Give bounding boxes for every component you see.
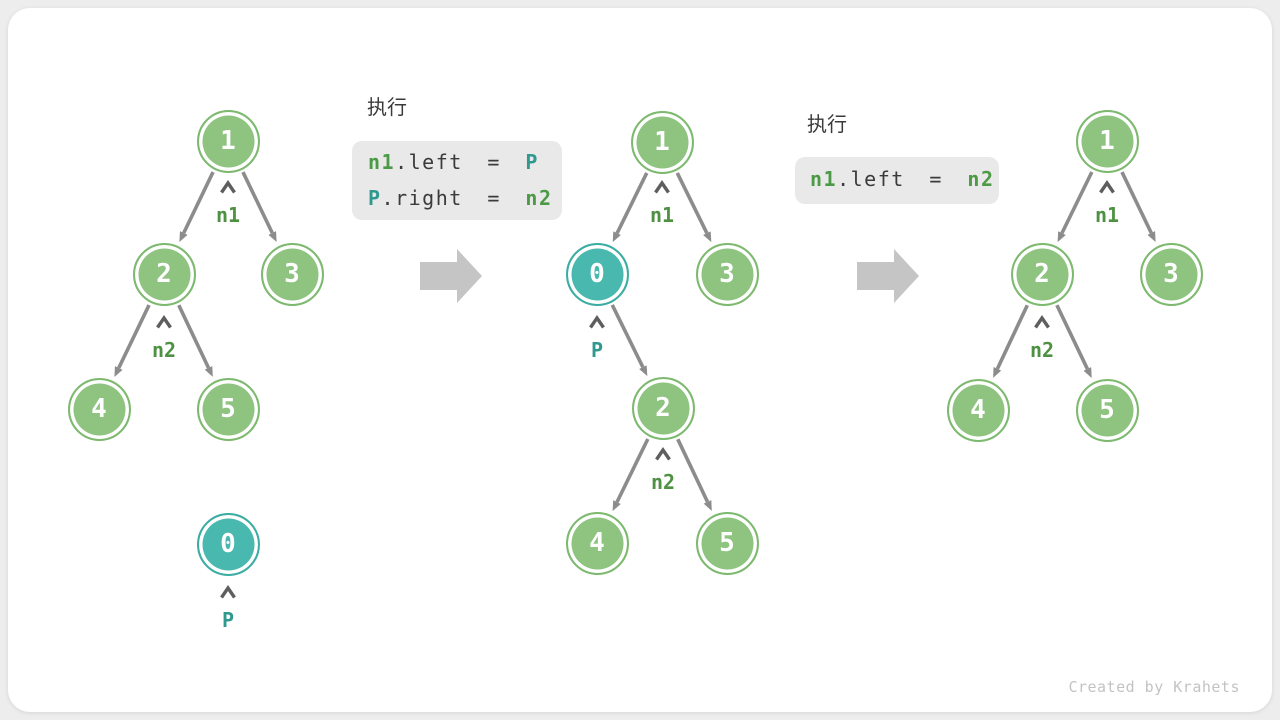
tree-node-4: 4 [67, 377, 131, 441]
pointer-label-P: P [590, 338, 604, 362]
tree-node-4: 4 [565, 511, 629, 575]
tree-node-4: 4 [946, 378, 1010, 442]
pointer-label-n2: n2 [650, 470, 676, 494]
tree-node-5: 5 [196, 377, 260, 441]
code-line: n1.left = P [368, 150, 539, 174]
watermark-credit: Created by Krahets [1068, 678, 1240, 696]
tree-node-5: 5 [695, 511, 759, 575]
code-token: P [525, 150, 539, 174]
code-block-1 [352, 141, 562, 220]
code-token: n1 [368, 150, 396, 174]
code-line: P.right = n2 [368, 186, 553, 210]
tree-node-1: 1 [1075, 109, 1139, 173]
code-token: P [368, 186, 382, 210]
tree-node-2: 2 [132, 242, 196, 306]
pointer-label-n2: n2 [151, 338, 177, 362]
execute-label-2: 执行 [807, 114, 847, 136]
tree-node-1: 1 [196, 109, 260, 173]
code-token: n1 [810, 167, 838, 191]
tree-node-0: 0 [565, 242, 629, 306]
execute-label-1: 执行 [367, 97, 407, 119]
pointer-label-n1: n1 [215, 203, 241, 227]
code-token: .right = [381, 186, 526, 210]
pointer-label-n2: n2 [1029, 338, 1055, 362]
tree-node-1: 1 [630, 110, 694, 174]
code-token: n2 [967, 167, 995, 191]
tree-node-3: 3 [1139, 242, 1203, 306]
pointer-label-n1: n1 [1094, 203, 1120, 227]
tree-node-2: 2 [1010, 242, 1074, 306]
pointer-label-P: P [221, 608, 235, 632]
code-token: n2 [525, 186, 553, 210]
code-block-2 [795, 157, 999, 204]
tree-node-5: 5 [1075, 378, 1139, 442]
code-token: .left = [395, 150, 526, 174]
code-token: .left = [837, 167, 968, 191]
pointer-label-n1: n1 [649, 203, 675, 227]
tree-node-3: 3 [260, 242, 324, 306]
tree-node-2: 2 [631, 376, 695, 440]
tree-node-0: 0 [196, 512, 260, 576]
code-line: n1.left = n2 [810, 167, 995, 191]
tree-node-3: 3 [695, 242, 759, 306]
